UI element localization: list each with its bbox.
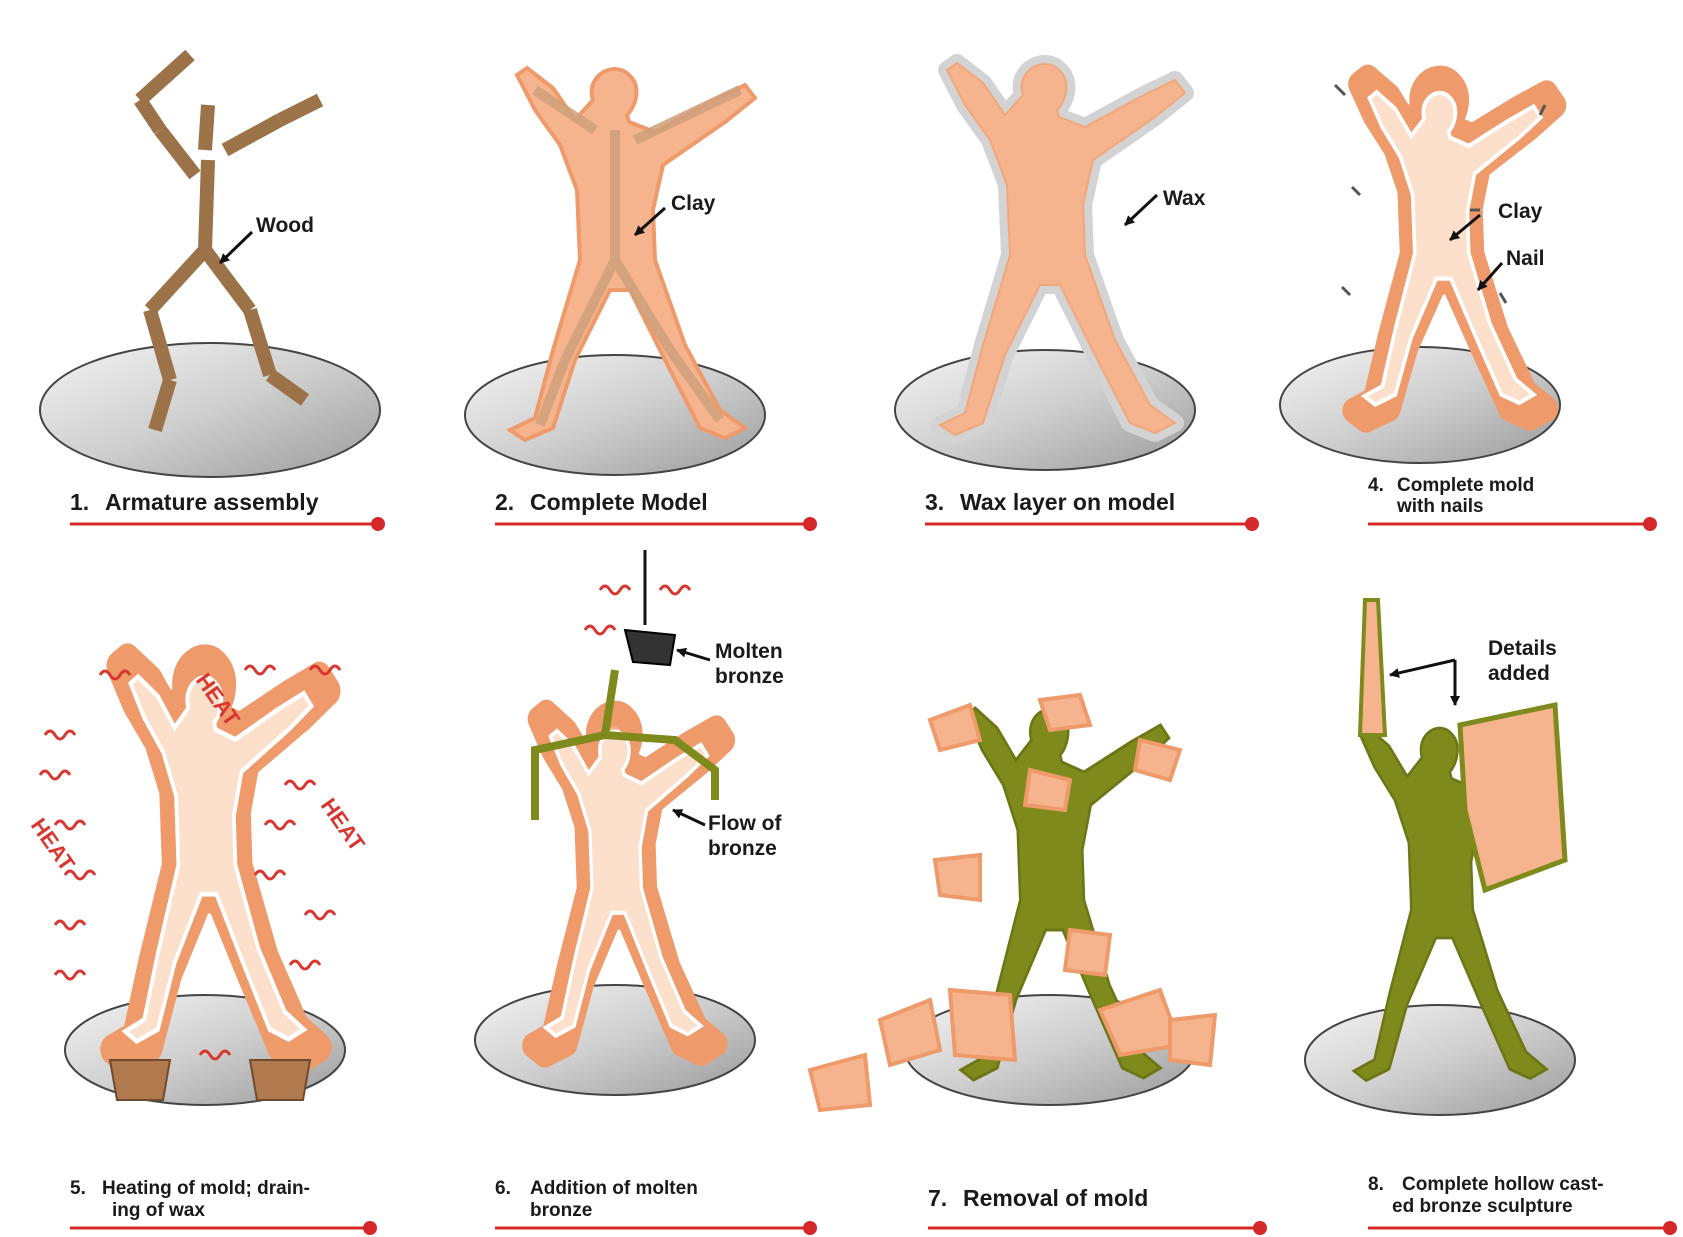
caption-text: Complete Model [530, 489, 708, 515]
base-ellipse [40, 343, 380, 477]
caption-3: 3. Wax layer on model [925, 489, 1259, 531]
caption-6: 6. Addition of molten bronze [495, 1178, 817, 1235]
caption-num: 3. [925, 489, 944, 515]
caption-text-1: Complete hollow cast- [1402, 1174, 1604, 1195]
panel-8-complete: Details added [1305, 600, 1575, 1115]
caption-num: 6. [495, 1178, 511, 1199]
molten-arrow [677, 650, 710, 660]
caption-text-1: Complete mold [1397, 475, 1534, 496]
label-clay-mold: Clay [1498, 200, 1543, 223]
caption-8: 8. Complete hollow cast- ed bronze sculp… [1368, 1174, 1677, 1235]
crucible [625, 550, 675, 665]
heat-label-left: HEAT [26, 814, 80, 877]
caption-2: 2. Complete Model [495, 489, 817, 531]
panel-1-armature: Wood [40, 55, 380, 477]
drain-basket-left [110, 1060, 170, 1100]
caption-text-1: Addition of molten [530, 1178, 698, 1199]
label-nail: Nail [1506, 247, 1545, 270]
caption-text-1: Heating of mold; drain- [102, 1178, 310, 1199]
caption-4: 4. Complete mold with nails [1368, 475, 1657, 531]
heat-waves [585, 586, 690, 634]
caption-7: 7. Removal of mold [928, 1185, 1267, 1235]
panel-3-wax: Wax [895, 63, 1206, 470]
caption-num: 1. [70, 489, 89, 515]
label-flow-1: Flow of [708, 812, 782, 835]
wax-arrow [1125, 195, 1157, 225]
caption-num: 4. [1368, 475, 1384, 496]
caption-num: 7. [928, 1185, 947, 1211]
panel-6-molten-bronze: Molten bronze Flow of bronze [475, 550, 784, 1095]
caption-1: 1. Armature assembly [70, 489, 385, 531]
label-wax: Wax [1163, 187, 1206, 210]
caption-num: 5. [70, 1178, 86, 1199]
flow-arrow [673, 810, 705, 825]
label-wood: Wood [256, 214, 314, 237]
label-clay: Clay [671, 192, 716, 215]
caption-num: 2. [495, 489, 514, 515]
label-details-2: added [1488, 662, 1550, 685]
panel-2-model: Clay [465, 68, 765, 475]
caption-text: Armature assembly [105, 489, 319, 515]
caption-text: Wax layer on model [960, 489, 1175, 515]
caption-num: 8. [1368, 1174, 1384, 1195]
details-arrow-sword [1390, 660, 1455, 675]
label-molten-2: bronze [715, 665, 784, 688]
wood-arrow [220, 232, 252, 263]
heat-label-right: HEAT [316, 794, 370, 857]
panel-7-removal [810, 695, 1215, 1110]
drain-basket-right [250, 1060, 310, 1100]
sword [1360, 600, 1385, 735]
label-flow-2: bronze [708, 837, 777, 860]
label-molten-1: Molten [715, 640, 783, 663]
caption-text-2: bronze [530, 1200, 592, 1221]
caption-text: Removal of mold [963, 1185, 1148, 1211]
panel-5-heating: HEAT HEAT HEAT [26, 658, 370, 1105]
caption-text-2: with nails [1396, 496, 1484, 517]
label-details-1: Details [1488, 637, 1557, 660]
panel-4-mold: Clay Nail [1280, 78, 1560, 463]
shield [1460, 705, 1565, 890]
caption-text-2: ing of wax [112, 1200, 205, 1221]
caption-text-2: ed bronze sculpture [1392, 1196, 1573, 1217]
caption-5: 5. Heating of mold; drain- ing of wax [70, 1178, 377, 1235]
